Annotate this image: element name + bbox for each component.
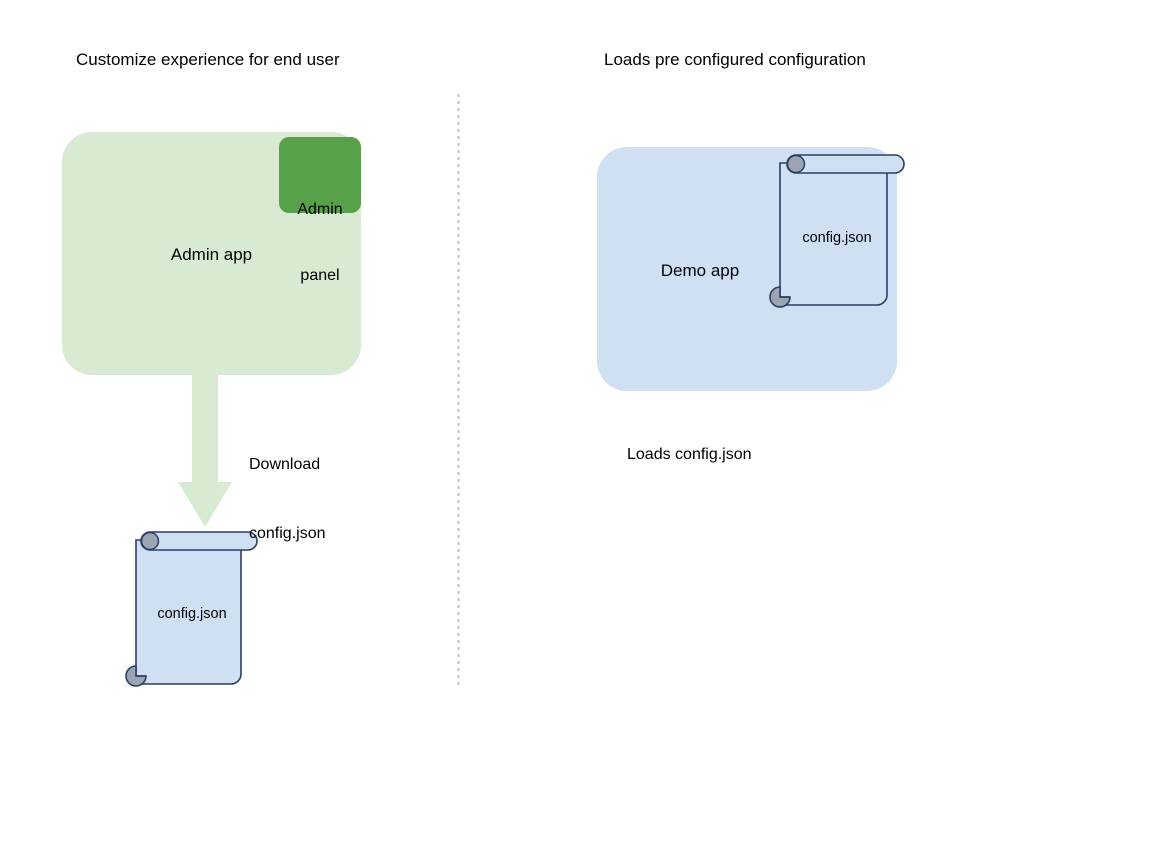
admin-app-label: Admin app <box>170 245 253 264</box>
right-column-heading: Loads pre configured configuration <box>604 50 866 69</box>
config-doc-right-top-curl <box>786 154 806 174</box>
config-doc-right-body[interactable] <box>779 162 888 306</box>
admin-panel-label-line1: Admin <box>297 201 343 219</box>
download-arrow-label-line1: Download <box>249 456 321 474</box>
left-column-heading: Customize experience for end user <box>76 50 340 69</box>
loads-config-caption: Loads config.json <box>627 446 752 463</box>
download-arrow-label: Download config.json <box>249 409 326 568</box>
admin-panel-box[interactable] <box>279 137 361 213</box>
config-doc-left-top-curl <box>140 531 160 551</box>
admin-panel-label-line2: panel <box>300 267 340 285</box>
demo-app-label: Demo app <box>660 261 740 280</box>
config-doc-right-label: config.json <box>802 230 872 246</box>
config-doc-left-label: config.json <box>157 606 227 622</box>
download-arrow-label-line2: config.json <box>249 524 326 542</box>
download-arrow <box>178 375 232 527</box>
config-doc-left-body[interactable] <box>135 539 242 685</box>
admin-panel-label: Admin panel <box>279 155 361 310</box>
